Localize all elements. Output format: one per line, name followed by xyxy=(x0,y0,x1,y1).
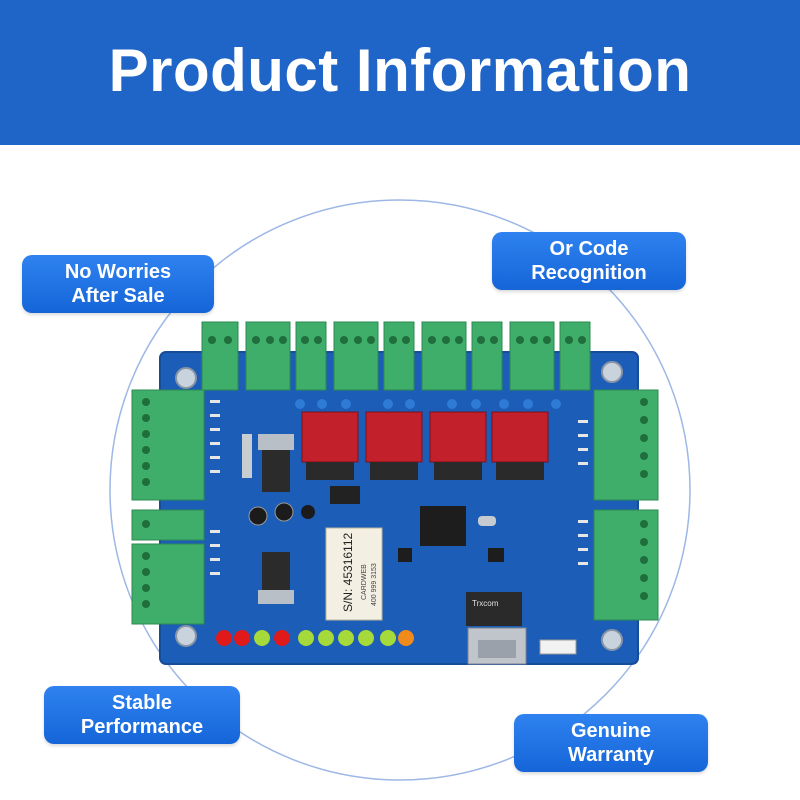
feature-line: Or Code xyxy=(549,238,629,260)
pcb-board: S/N: 45316112 CARDWEB 400 999 3153 Trxco… xyxy=(131,321,659,665)
phone-text: 400 999 3153 xyxy=(371,563,378,606)
decorative-circle xyxy=(109,199,691,781)
feature-line: Genuine xyxy=(570,720,651,742)
feature-line: Recognition xyxy=(531,262,647,284)
feature-line: After Sale xyxy=(71,285,165,307)
serial-text: S/N: 45316112 xyxy=(341,533,355,612)
status-leds xyxy=(216,630,414,646)
page-title: Product Information xyxy=(108,37,692,104)
capacitor xyxy=(274,502,294,522)
ethernet-transformer xyxy=(466,592,522,626)
chip-brand-text: Trxcom xyxy=(472,599,499,608)
feature-line: Warranty xyxy=(568,744,654,766)
feature-line: Performance xyxy=(80,716,204,738)
voltage-regulator xyxy=(262,448,290,492)
mount-hole xyxy=(601,629,623,651)
left-terminals xyxy=(131,389,205,625)
serial-sticker xyxy=(325,527,383,621)
feature-genuine-warranty: Genuine Warranty xyxy=(514,714,708,772)
top-terminals xyxy=(201,321,591,391)
capacitor xyxy=(248,506,268,526)
mount-hole xyxy=(601,361,623,383)
microcontroller xyxy=(420,506,466,546)
feature-code-recognition: Or Code Recognition xyxy=(492,232,686,290)
mount-hole xyxy=(175,625,197,647)
right-terminals xyxy=(593,389,659,621)
header-banner: Product Information xyxy=(0,0,800,145)
mount-hole xyxy=(175,367,197,389)
feature-line: Stable xyxy=(111,692,173,714)
feature-no-worries: No Worries After Sale xyxy=(22,255,214,313)
feature-stable-performance: Stable Performance xyxy=(44,686,240,744)
voltage-regulator xyxy=(262,552,290,592)
brand-text: CARDWEB xyxy=(361,564,368,600)
relays xyxy=(301,411,549,463)
feature-line: No Worries xyxy=(64,261,172,283)
